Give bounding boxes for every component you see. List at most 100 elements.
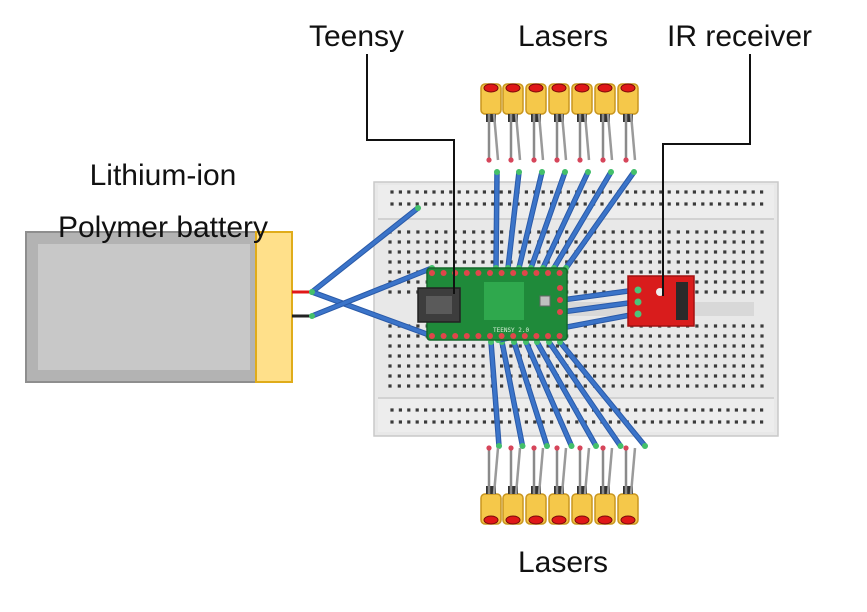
breadboard-hole (490, 240, 494, 244)
breadboard-hole (751, 364, 755, 368)
breadboard-hole (650, 408, 654, 412)
breadboard-hole (527, 364, 532, 368)
breadboard-hole (583, 290, 587, 294)
wire-end (631, 169, 637, 175)
breadboard-hole (713, 364, 718, 368)
breadboard-hole (466, 420, 470, 424)
breadboard-hole (524, 190, 528, 194)
breadboard-hole (500, 364, 504, 368)
breadboard-hole (648, 364, 652, 368)
breadboard-hole (482, 202, 486, 206)
breadboard-hole (508, 190, 512, 194)
breadboard-hole (639, 250, 643, 254)
breadboard-hole (667, 344, 671, 348)
breadboard-hole (490, 260, 494, 264)
breadboard-hole (630, 230, 634, 234)
breadboard-hole (397, 250, 401, 254)
breadboard-hole (723, 364, 727, 368)
breadboard-hole (491, 202, 495, 206)
breadboard-hole (741, 270, 745, 274)
breadboard-hole (723, 240, 727, 244)
breadboard-hole (695, 270, 699, 274)
breadboard-hole (723, 344, 727, 348)
lasers-bottom-label: Lasers (518, 546, 609, 579)
breadboard-hole (434, 250, 439, 254)
breadboard-hole (648, 240, 652, 244)
breadboard-hole (388, 290, 392, 294)
breadboard-hole (466, 408, 470, 412)
breadboard-hole (751, 354, 755, 358)
breadboard-hole (732, 384, 736, 388)
breadboard-hole (676, 420, 680, 424)
breadboard-hole (639, 260, 643, 264)
breadboard-hole (432, 420, 436, 424)
wire-core (489, 340, 501, 448)
breadboard-hole (667, 420, 671, 424)
breadboard-hole (611, 354, 615, 358)
breadboard-hole (667, 240, 671, 244)
breadboard-hole (434, 240, 439, 244)
breadboard-hole (407, 230, 411, 234)
breadboard-hole (611, 384, 615, 388)
laser-module (480, 83, 502, 163)
breadboard-hole (583, 202, 587, 206)
breadboard-hole (440, 420, 444, 424)
breadboard-hole (449, 202, 453, 206)
breadboard-hole (741, 290, 745, 294)
breadboard-hole (397, 270, 401, 274)
breadboard-hole (583, 354, 587, 358)
laser-module (548, 445, 570, 525)
breadboard-hole (751, 290, 755, 294)
wire-end (544, 443, 550, 449)
breadboard-hole (481, 354, 485, 358)
breadboard-hole (709, 408, 713, 412)
breadboard-hole (741, 334, 745, 338)
breadboard-hole (500, 384, 504, 388)
breadboard-hole (630, 374, 634, 378)
breadboard-hole (704, 364, 708, 368)
breadboard-hole (732, 230, 736, 234)
breadboard-hole (491, 190, 495, 194)
breadboard-hole (444, 260, 448, 264)
breadboard-hole (407, 240, 411, 244)
breadboard-hole (650, 190, 654, 194)
breadboard-hole (407, 408, 411, 412)
breadboard-hole (500, 250, 504, 254)
breadboard-hole (407, 270, 411, 274)
breadboard-hole (639, 384, 643, 388)
breadboard-hole (574, 354, 578, 358)
breadboard-hole (732, 290, 736, 294)
breadboard-hole (686, 384, 690, 388)
breadboard-hole (608, 408, 612, 412)
breadboard-hole (593, 324, 597, 328)
breadboard-hole (713, 250, 718, 254)
breadboard-hole (611, 230, 615, 234)
breadboard-hole (667, 354, 671, 358)
wire-end (309, 313, 315, 319)
battery-label-line1: Lithium-ion (89, 159, 237, 192)
breadboard-hole (432, 190, 436, 194)
breadboard-hole (760, 190, 764, 194)
breadboard-hole (407, 344, 411, 348)
breadboard-hole (630, 364, 634, 368)
breadboard-hole (462, 344, 466, 348)
breadboard-hole (760, 202, 764, 206)
breadboard-hole (397, 344, 401, 348)
breadboard-hole (713, 334, 718, 338)
breadboard-hole (565, 230, 569, 234)
breadboard-hole (566, 202, 570, 206)
breadboard-hole (397, 374, 401, 378)
breadboard-hole (630, 384, 634, 388)
breadboard-hole (593, 374, 597, 378)
breadboard-hole (704, 240, 708, 244)
breadboard-hole (620, 280, 625, 284)
breadboard-hole (509, 354, 513, 358)
wire-end (642, 443, 648, 449)
breadboard-hole (434, 260, 439, 264)
breadboard-hole (593, 280, 597, 284)
breadboard-hole (743, 420, 747, 424)
wire-core (535, 340, 598, 448)
breadboard-hole (472, 344, 476, 348)
breadboard-hole (695, 334, 699, 338)
breadboard-hole (416, 354, 420, 358)
